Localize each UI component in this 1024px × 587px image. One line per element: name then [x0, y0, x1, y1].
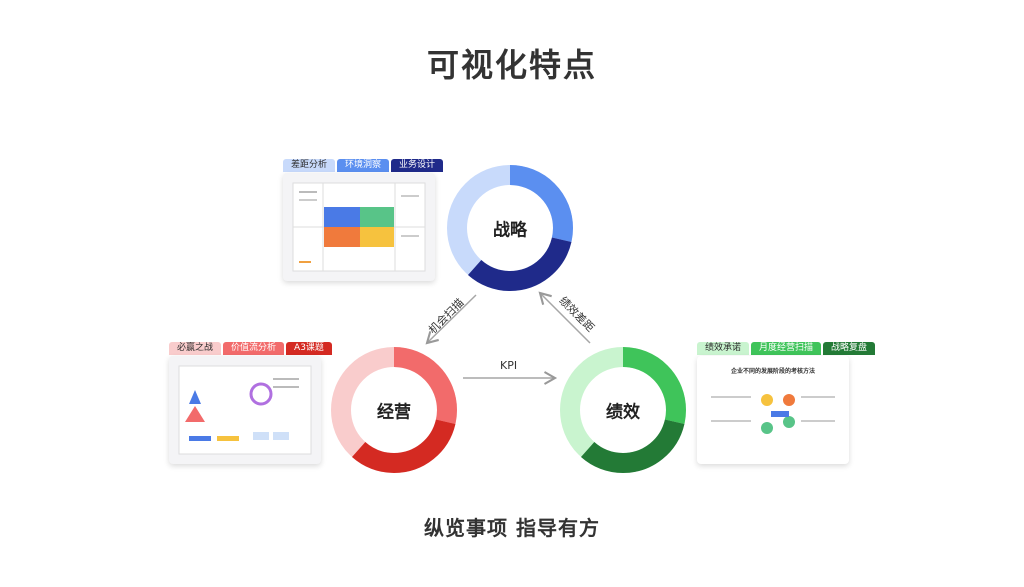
strategy-ring: 战略: [446, 164, 574, 292]
strategy-label: 战略: [493, 220, 527, 241]
strategy-card-thumbnail: [283, 173, 435, 281]
performance-ring: 绩效: [559, 346, 687, 474]
arrow-performance-to-strategy: [538, 291, 591, 344]
tab-performance-commitment[interactable]: 绩效承诺: [697, 342, 750, 355]
operation-ring-mid: [331, 347, 457, 473]
performance-ring-mid: [560, 347, 686, 473]
operation-card-tabs: 必赢之战 价值流分析 A3课题: [169, 342, 332, 355]
operation-ring-dark: [331, 347, 457, 473]
arrow-strategy-to-operation: [425, 294, 477, 345]
operation-ring: 经营: [330, 346, 458, 474]
tab-environment-insight[interactable]: 环境洞察: [337, 159, 390, 172]
tab-a3-topic[interactable]: A3课题: [286, 342, 332, 355]
tab-monthly-business-scan[interactable]: 月度经营扫描: [751, 342, 822, 355]
operation-label: 经营: [377, 402, 411, 423]
performance-card-thumbnail: 企业不同的发展阶段的考核方法: [697, 356, 849, 464]
page-subtitle: 纵览事项 指导有方: [424, 516, 600, 540]
tab-business-design[interactable]: 业务设计: [391, 159, 444, 172]
tab-must-win-battle[interactable]: 必赢之战: [169, 342, 222, 355]
strategy-ring-dark: [447, 165, 573, 291]
performance-label: 绩效: [606, 402, 640, 423]
tab-value-stream-analysis[interactable]: 价值流分析: [223, 342, 285, 355]
operation-card-thumbnail: [169, 356, 321, 464]
performance-card-heading: 企业不同的发展阶段的考核方法: [730, 368, 815, 375]
strategy-card-tabs: 差距分析 环境洞察 业务设计: [283, 159, 444, 172]
tab-gap-analysis[interactable]: 差距分析: [283, 159, 336, 172]
performance-ring-dark: [560, 347, 686, 473]
tab-strategy-review[interactable]: 战略复盘: [823, 342, 876, 355]
strategy-card-graphic: [292, 182, 426, 272]
strategy-ring-mid: [447, 165, 573, 291]
operation-card-graphic: [178, 365, 312, 455]
performance-card-tabs: 绩效承诺 月度经营扫描 战略复盘: [697, 342, 876, 355]
performance-card-graphic: [711, 394, 835, 434]
edge-label-kpi: KPI: [500, 359, 518, 372]
page-title: 可视化特点: [426, 46, 597, 84]
